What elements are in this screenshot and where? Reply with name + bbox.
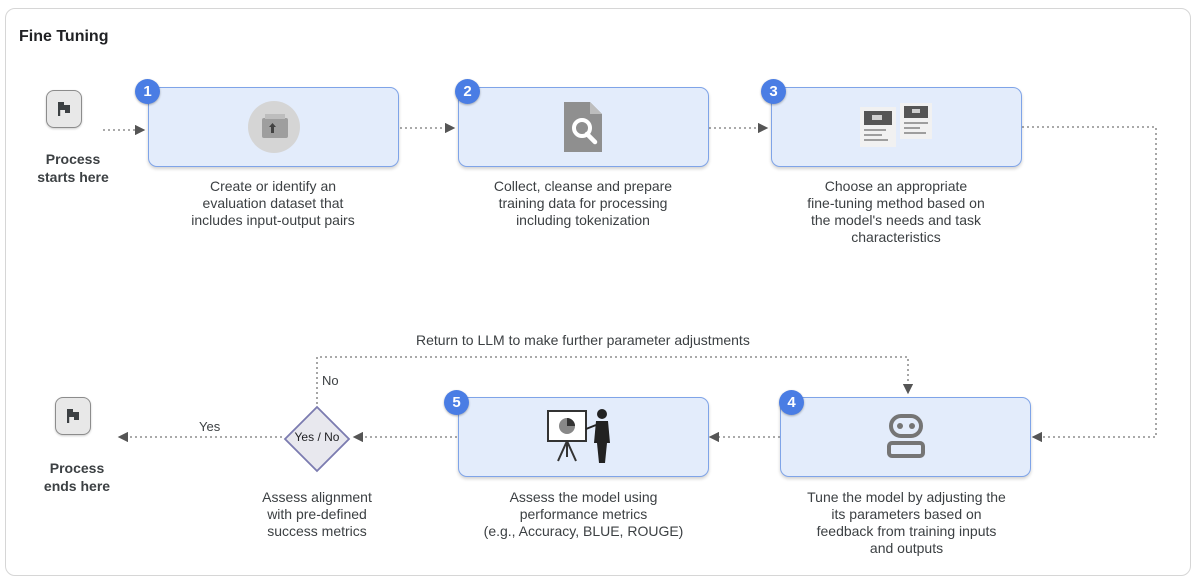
step-4-badge: 4 [779, 390, 804, 415]
diagram-title: Fine Tuning [19, 28, 109, 45]
end-label: Process ends here [43, 460, 111, 494]
arrow-loop-back [316, 356, 914, 404]
step-1-badge: 1 [135, 79, 160, 104]
step-1-box [148, 87, 399, 167]
step-5-box [458, 397, 709, 477]
presentation-icon [547, 409, 610, 463]
end-flag [55, 397, 91, 435]
step-4-description: Tune the model by adjusting the its para… [807, 489, 1006, 556]
loop-back-label: Return to LLM to make further parameter … [416, 332, 750, 348]
document-search-icon [564, 102, 602, 152]
start-flag [46, 90, 82, 128]
step-2-box [458, 87, 709, 167]
no-label: No [322, 373, 339, 388]
decision-label: Yes / No [294, 430, 340, 444]
start-label: Process starts here [37, 151, 109, 185]
flag-icon [58, 102, 70, 116]
step-3-description: Choose an appropriate fine-tuning method… [807, 178, 985, 245]
method-cards-icon [860, 103, 932, 147]
step-2-badge: 2 [455, 79, 480, 104]
flag-icon [67, 409, 79, 423]
step-5-badge: 5 [444, 390, 469, 415]
robot-icon [887, 414, 925, 458]
step-2-description: Collect, cleanse and prepare training da… [493, 178, 673, 228]
upload-folder-icon [248, 101, 300, 153]
step-4-box [780, 397, 1031, 477]
decision-diamond [283, 405, 351, 473]
yes-label: Yes [199, 419, 221, 434]
step-5-description: Assess the model using performance metri… [483, 489, 684, 539]
step-3-badge: 3 [761, 79, 786, 104]
step-3-box [771, 87, 1022, 167]
arrow-step3-to-step4 [1022, 126, 1157, 443]
decision-description: Assess alignment with pre-defined succes… [262, 489, 372, 539]
step-1-description: Create or identify an evaluation dataset… [191, 178, 355, 228]
